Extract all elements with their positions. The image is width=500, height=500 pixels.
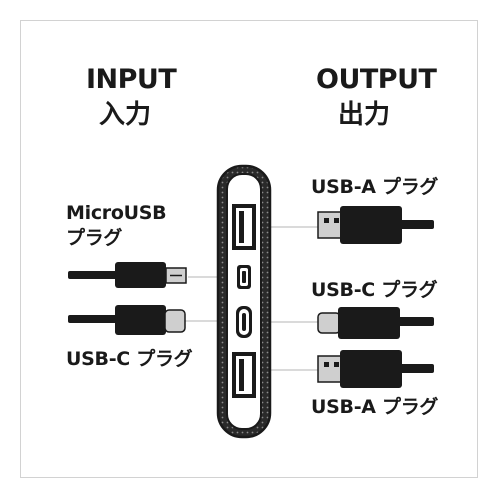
usbc-input-label: USB-C プラグ (66, 348, 193, 370)
output-heading: OUTPUT (316, 64, 437, 95)
usba-top-label: USB-A プラグ (311, 176, 439, 198)
power-bank (216, 164, 272, 439)
input-heading: INPUT (86, 64, 177, 95)
microusb-port (237, 265, 251, 289)
usbc-port (236, 306, 252, 338)
usbc-output-label: USB-C プラグ (311, 279, 438, 301)
usba-bottom-cable (317, 350, 434, 388)
microusb-label-plug: プラグ (66, 227, 123, 249)
usbc-input-cable (68, 305, 186, 335)
output-heading-jp: 出力 (338, 100, 391, 130)
usba-port-bottom (232, 352, 256, 398)
usba-port-top (232, 204, 256, 250)
image-frame (20, 20, 478, 478)
input-heading-jp: 入力 (99, 100, 152, 130)
usba-top-cable (317, 206, 434, 244)
microusb-cable (68, 262, 187, 288)
microusb-label: MicroUSB (66, 202, 167, 224)
usba-bottom-label: USB-A プラグ (311, 396, 439, 418)
usbc-output-cable (317, 307, 434, 339)
